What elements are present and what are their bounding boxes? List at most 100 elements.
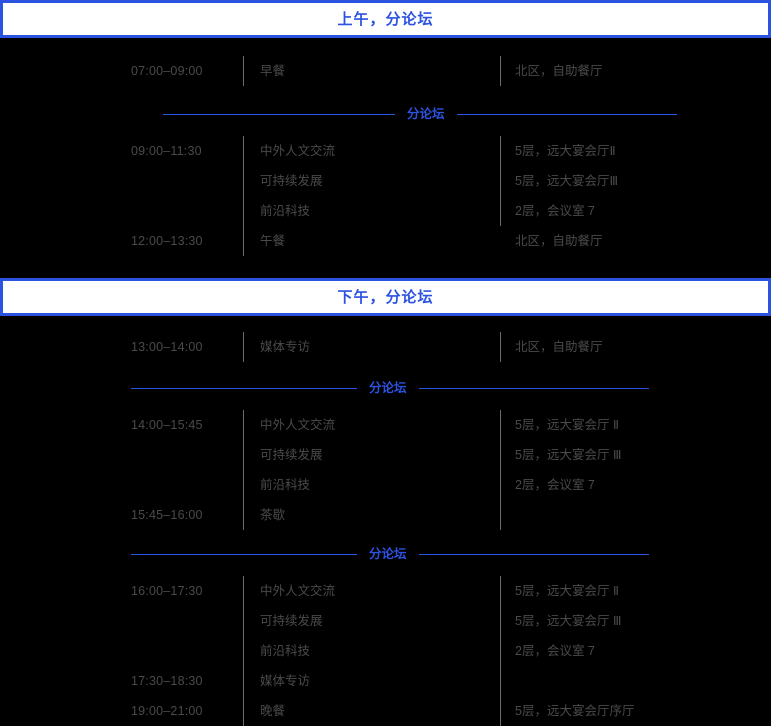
forum-rule-right: [456, 113, 677, 115]
spacer: [0, 256, 771, 278]
table-row: 可持续发展 5层，远大宴会厅Ⅲ: [0, 166, 771, 196]
row-title: 早餐: [260, 64, 286, 78]
row-divider-left: [243, 470, 244, 500]
row-divider-left: [243, 332, 244, 362]
forum-rule-right: [418, 553, 649, 555]
section-body-morning: 07:00–09:00 早餐 北区，自助餐厅 分论坛 09:00–11:30 中…: [0, 38, 771, 278]
table-row: 前沿科技 2层，会议室 7: [0, 636, 771, 666]
row-time: 16:00–17:30: [131, 584, 203, 598]
row-divider-left: [243, 606, 244, 636]
row-title: 前沿科技: [260, 478, 311, 492]
forum-label: 分论坛: [369, 380, 407, 395]
row-divider-right: [500, 470, 501, 500]
row-divider-right: [500, 136, 501, 166]
section-title-afternoon: 下午，分论坛: [337, 288, 434, 306]
row-venue: 北区，自助餐厅: [515, 64, 603, 78]
row-time: 19:00–21:00: [131, 704, 203, 718]
row-divider-left: [243, 666, 244, 696]
spacer: [0, 128, 771, 136]
row-title: 媒体专访: [260, 674, 311, 688]
row-divider-left: [243, 696, 244, 726]
row-divider-left: [243, 440, 244, 470]
row-divider-right: [500, 666, 501, 696]
row-divider-left: [243, 410, 244, 440]
spacer: [0, 530, 771, 540]
section-header-morning: 上午，分论坛: [0, 0, 771, 38]
row-time: 07:00–09:00: [131, 64, 203, 78]
forum-rule-left: [131, 387, 357, 389]
row-title: 中外人文交流: [260, 418, 336, 432]
table-row: 前沿科技 2层，会议室 7: [0, 196, 771, 226]
row-venue: 5层，远大宴会厅 Ⅱ: [515, 584, 620, 598]
table-row: 07:00–09:00 早餐 北区，自助餐厅: [0, 56, 771, 86]
spacer: [0, 362, 771, 374]
row-divider-left: [243, 196, 244, 226]
row-time: 15:45–16:00: [131, 508, 203, 522]
row-divider-right: [500, 410, 501, 440]
row-title: 中外人文交流: [260, 584, 336, 598]
forum-divider: 分论坛: [0, 374, 771, 402]
row-venue: 5层，远大宴会厅 Ⅱ: [515, 418, 620, 432]
table-row: 可持续发展 5层，远大宴会厅 Ⅲ: [0, 440, 771, 470]
row-venue: 5层，远大宴会厅Ⅲ: [515, 174, 619, 188]
row-title: 茶歇: [260, 508, 286, 522]
forum-divider: 分论坛: [0, 100, 771, 128]
row-divider-left: [243, 576, 244, 606]
row-divider-left: [243, 136, 244, 166]
row-venue: 5层，远大宴会厅 Ⅲ: [515, 614, 622, 628]
forum-rule-left: [131, 553, 357, 555]
row-venue: 2层，会议室 7: [515, 644, 595, 658]
row-divider-left: [243, 166, 244, 196]
forum-divider: 分论坛: [0, 540, 771, 568]
spacer: [0, 38, 771, 56]
row-divider-right: [500, 636, 501, 666]
table-row: 14:00–15:45 中外人文交流 5层，远大宴会厅 Ⅱ: [0, 410, 771, 440]
spacer: [0, 316, 771, 332]
row-venue: 2层，会议室 7: [515, 478, 595, 492]
table-row: 17:30–18:30 媒体专访: [0, 666, 771, 696]
row-divider-right: [500, 56, 501, 86]
forum-label: 分论坛: [369, 546, 407, 561]
row-divider-right: [500, 166, 501, 196]
row-time: 17:30–18:30: [131, 674, 203, 688]
row-title: 晚餐: [260, 704, 286, 718]
row-divider-right: [500, 696, 501, 726]
row-divider-right: [500, 440, 501, 470]
table-row: 16:00–17:30 中外人文交流 5层，远大宴会厅 Ⅱ: [0, 576, 771, 606]
forum-label: 分论坛: [407, 106, 445, 121]
table-row: 15:45–16:00 茶歇: [0, 500, 771, 530]
row-divider-right: [500, 576, 501, 606]
row-title: 前沿科技: [260, 204, 311, 218]
row-title: 前沿科技: [260, 644, 311, 658]
section-header-afternoon: 下午，分论坛: [0, 278, 771, 316]
row-title: 媒体专访: [260, 340, 311, 354]
table-row: 19:00–21:00 晚餐 5层，远大宴会厅序厅: [0, 696, 771, 726]
row-divider-left: [243, 56, 244, 86]
row-venue: 5层，远大宴会厅 Ⅲ: [515, 448, 622, 462]
row-divider-right: [500, 196, 501, 226]
row-divider-left: [243, 226, 244, 256]
row-venue: 2层，会议室 7: [515, 204, 595, 218]
section-title-morning: 上午，分论坛: [337, 10, 434, 28]
row-venue: 北区，自助餐厅: [515, 234, 603, 248]
table-row: 前沿科技 2层，会议室 7: [0, 470, 771, 500]
section-body-afternoon: 13:00–14:00 媒体专访 北区，自助餐厅 分论坛 14:00–15:45…: [0, 316, 771, 726]
table-row: 09:00–11:30 中外人文交流 5层，远大宴会厅Ⅱ: [0, 136, 771, 166]
row-time: 12:00–13:30: [131, 234, 203, 248]
table-row: 13:00–14:00 媒体专访 北区，自助餐厅: [0, 332, 771, 362]
row-divider-left: [243, 636, 244, 666]
row-title: 可持续发展: [260, 614, 323, 628]
row-divider-right: [500, 500, 501, 530]
table-row: 可持续发展 5层，远大宴会厅 Ⅲ: [0, 606, 771, 636]
row-time: 13:00–14:00: [131, 340, 203, 354]
row-time: 14:00–15:45: [131, 418, 203, 432]
row-title: 可持续发展: [260, 448, 323, 462]
row-title: 可持续发展: [260, 174, 323, 188]
spacer: [0, 568, 771, 576]
row-title: 中外人文交流: [260, 144, 336, 158]
table-row: 12:00–13:30 午餐 北区，自助餐厅: [0, 226, 771, 256]
spacer: [0, 86, 771, 100]
row-venue: 5层，远大宴会厅序厅: [515, 704, 635, 718]
forum-rule-right: [418, 387, 649, 389]
